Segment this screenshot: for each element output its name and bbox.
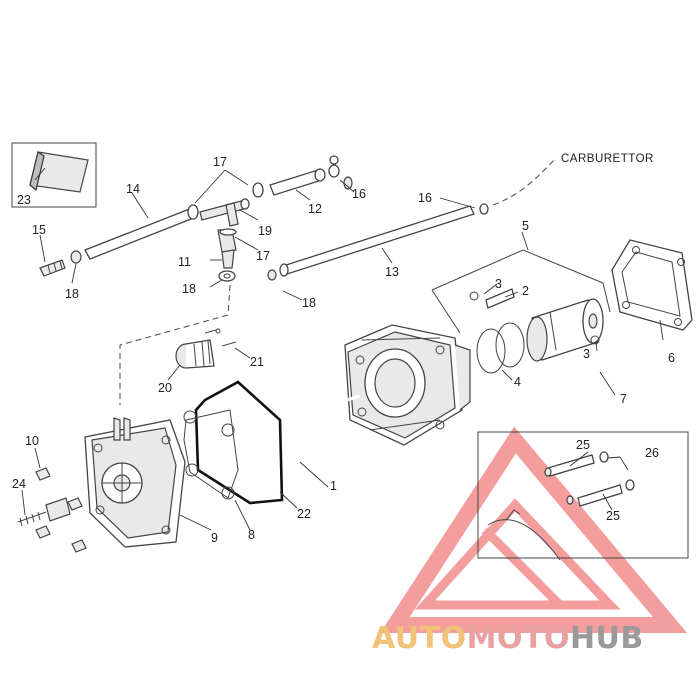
callout-6: 6 [668,351,675,365]
callout-13: 13 [385,265,399,279]
part-20-thermostat [175,339,215,369]
callout-14: 14 [126,182,140,196]
callout-22: 22 [297,507,311,521]
carburettor-label: CARBURETTOR [561,153,654,165]
callout-18-left: 18 [65,287,79,301]
watermark-logo: AUTOMOTOHUB [372,621,644,656]
callout-12: 12 [308,202,322,216]
callout-17-mid: 17 [256,249,270,263]
part-12-hose [252,155,353,198]
part-1-studs [239,373,366,467]
svg-text:AUTOMOTOHUB: AUTOMOTOHUB [372,621,644,656]
callout-18-right: 18 [302,296,316,310]
part-8-head-gasket [183,409,239,500]
callout-19: 19 [258,224,272,238]
part-15-screw [39,259,66,277]
callout-numbers: 1 2 3 3 4 5 6 7 8 9 10 11 12 13 14 15 16… [12,153,675,545]
watermark-auto: AUTO [372,621,467,656]
callout-18-mid: 18 [182,282,196,296]
callout-1: 1 [330,479,337,493]
part-13-long-hose [267,203,489,281]
part-22-o-ring [194,380,284,505]
callout-10: 10 [25,434,39,448]
callout-15: 15 [32,223,46,237]
part-18-washer-left [70,250,82,264]
part-6-gasket [611,239,693,331]
callout-11: 11 [178,255,191,269]
callout-5: 5 [522,219,529,233]
callout-25-top: 25 [576,438,590,452]
part-19-fitting [217,228,237,253]
callout-7: 7 [620,392,627,406]
part-5-piston-kit [431,249,611,374]
callout-23: 23 [17,193,31,207]
watermark-triangle [380,426,688,633]
watermark-moto: MOTO [467,621,570,656]
leader-lines [21,167,664,531]
callout-3-right: 3 [583,347,590,361]
callout-16-right: 16 [418,191,432,205]
part-10-nuts [35,467,87,553]
callout-21: 21 [250,355,264,369]
callout-3-top: 3 [495,277,502,291]
callout-16-left: 16 [352,187,366,201]
part-7-cylinder [344,324,471,446]
part-17-t-fitting [199,198,250,227]
callout-8: 8 [248,528,255,542]
part-14-hose [84,204,199,260]
callout-20: 20 [158,381,172,395]
callout-17-top: 17 [213,155,227,169]
part-9-cylinder-head [84,417,186,548]
callout-26: 26 [645,446,659,460]
callout-9: 9 [211,531,218,545]
callout-24: 24 [12,477,26,491]
watermark-hub: HUB [570,621,644,656]
part-21-screws [204,328,237,347]
part-11-18-valve [218,249,236,282]
callout-4: 4 [514,375,521,389]
part-24-spark-plug [17,497,71,527]
callout-25-bottom: 25 [606,509,620,523]
callout-2: 2 [522,284,529,298]
part-23-filter-box [11,142,97,208]
